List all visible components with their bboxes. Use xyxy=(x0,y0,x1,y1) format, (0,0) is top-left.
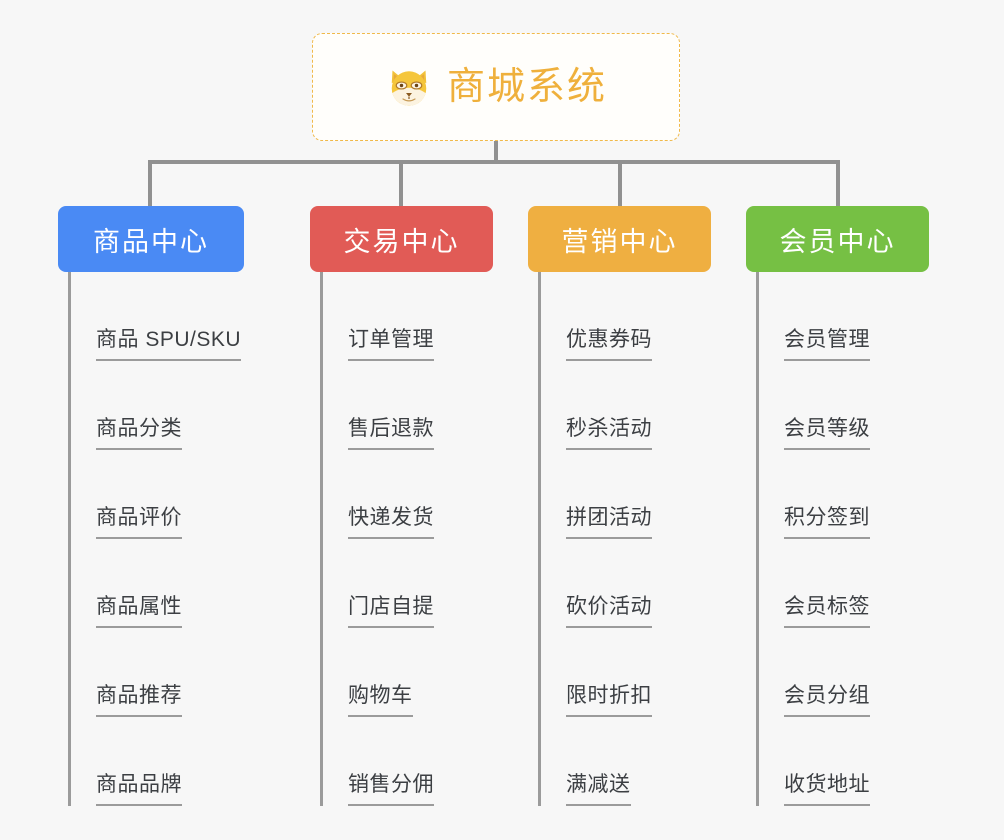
list-item[interactable]: 售后退款 xyxy=(310,361,493,450)
connector-root-stem xyxy=(494,141,498,163)
leaf-label: 商品评价 xyxy=(96,507,182,539)
branch-header-3[interactable]: 营销中心 xyxy=(528,206,711,272)
list-item[interactable]: 会员等级 xyxy=(746,361,929,450)
branch-header-2[interactable]: 交易中心 xyxy=(310,206,493,272)
leaf-label: 门店自提 xyxy=(348,596,434,628)
leaf-label: 限时折扣 xyxy=(566,685,652,717)
leaf-label: 优惠券码 xyxy=(566,329,652,361)
branch-leaves-2: 订单管理 售后退款 快递发货 门店自提 购物车 销售分佣 xyxy=(310,272,493,806)
list-item[interactable]: 商品属性 xyxy=(58,539,244,628)
list-item[interactable]: 商品分类 xyxy=(58,361,244,450)
root-node[interactable]: 商城系统 xyxy=(312,33,680,141)
leaf-label: 购物车 xyxy=(348,685,413,717)
branch-trunk-2 xyxy=(320,272,323,806)
leaf-label: 商品推荐 xyxy=(96,685,182,717)
connector-drop-4 xyxy=(836,160,840,208)
list-item[interactable]: 满减送 xyxy=(528,717,711,806)
branch-leaves-4: 会员管理 会员等级 积分签到 会员标签 会员分组 收货地址 xyxy=(746,272,929,806)
branch-header-4[interactable]: 会员中心 xyxy=(746,206,929,272)
branch-column-2: 交易中心 订单管理 售后退款 快递发货 门店自提 购物车 销售分佣 xyxy=(310,206,493,806)
leaf-label: 满减送 xyxy=(566,774,631,806)
list-item[interactable]: 销售分佣 xyxy=(310,717,493,806)
list-item[interactable]: 购物车 xyxy=(310,628,493,717)
list-item[interactable]: 积分签到 xyxy=(746,450,929,539)
leaf-label: 销售分佣 xyxy=(348,774,434,806)
list-item[interactable]: 门店自提 xyxy=(310,539,493,628)
branch-column-3: 营销中心 优惠券码 秒杀活动 拼团活动 砍价活动 限时折扣 满减送 xyxy=(528,206,711,806)
list-item[interactable]: 秒杀活动 xyxy=(528,361,711,450)
list-item[interactable]: 商品 SPU/SKU xyxy=(58,272,244,361)
list-item[interactable]: 砍价活动 xyxy=(528,539,711,628)
connector-drop-2 xyxy=(399,160,403,208)
list-item[interactable]: 优惠券码 xyxy=(528,272,711,361)
list-item[interactable]: 限时折扣 xyxy=(528,628,711,717)
leaf-label: 会员标签 xyxy=(784,596,870,628)
connector-horizontal-bus xyxy=(148,160,840,164)
list-item[interactable]: 商品品牌 xyxy=(58,717,244,806)
leaf-label: 订单管理 xyxy=(348,329,434,361)
leaf-label: 会员等级 xyxy=(784,418,870,450)
list-item[interactable]: 会员管理 xyxy=(746,272,929,361)
branch-header-1[interactable]: 商品中心 xyxy=(58,206,244,272)
branch-trunk-3 xyxy=(538,272,541,806)
leaf-label: 砍价活动 xyxy=(566,596,652,628)
leaf-label: 积分签到 xyxy=(784,507,870,539)
branch-leaves-3: 优惠券码 秒杀活动 拼团活动 砍价活动 限时折扣 满减送 xyxy=(528,272,711,806)
list-item[interactable]: 会员分组 xyxy=(746,628,929,717)
leaf-label: 收货地址 xyxy=(784,774,870,806)
leaf-label: 商品品牌 xyxy=(96,774,182,806)
list-item[interactable]: 拼团活动 xyxy=(528,450,711,539)
leaf-label: 秒杀活动 xyxy=(566,418,652,450)
leaf-label: 会员管理 xyxy=(784,329,870,361)
leaf-label: 商品 SPU/SKU xyxy=(96,329,242,361)
branch-trunk-4 xyxy=(756,272,759,806)
shiba-dog-icon xyxy=(391,70,427,106)
connector-drop-3 xyxy=(618,160,622,208)
branch-leaves-1: 商品 SPU/SKU 商品分类 商品评价 商品属性 商品推荐 商品品牌 xyxy=(58,272,244,806)
list-item[interactable]: 快递发货 xyxy=(310,450,493,539)
connector-drop-1 xyxy=(148,160,152,208)
leaf-label: 售后退款 xyxy=(348,418,434,450)
leaf-label: 会员分组 xyxy=(784,685,870,717)
list-item[interactable]: 订单管理 xyxy=(310,272,493,361)
list-item[interactable]: 商品推荐 xyxy=(58,628,244,717)
list-item[interactable]: 商品评价 xyxy=(58,450,244,539)
leaf-label: 商品属性 xyxy=(96,596,182,628)
branch-column-4: 会员中心 会员管理 会员等级 积分签到 会员标签 会员分组 收货地址 xyxy=(746,206,929,806)
branch-trunk-1 xyxy=(68,272,71,806)
leaf-label: 拼团活动 xyxy=(566,507,652,539)
root-title: 商城系统 xyxy=(446,66,607,108)
leaf-label: 商品分类 xyxy=(96,418,182,450)
branch-column-1: 商品中心 商品 SPU/SKU 商品分类 商品评价 商品属性 商品推荐 商品品牌 xyxy=(58,206,244,806)
list-item[interactable]: 收货地址 xyxy=(746,717,929,806)
list-item[interactable]: 会员标签 xyxy=(746,539,929,628)
leaf-label: 快递发货 xyxy=(348,507,434,539)
